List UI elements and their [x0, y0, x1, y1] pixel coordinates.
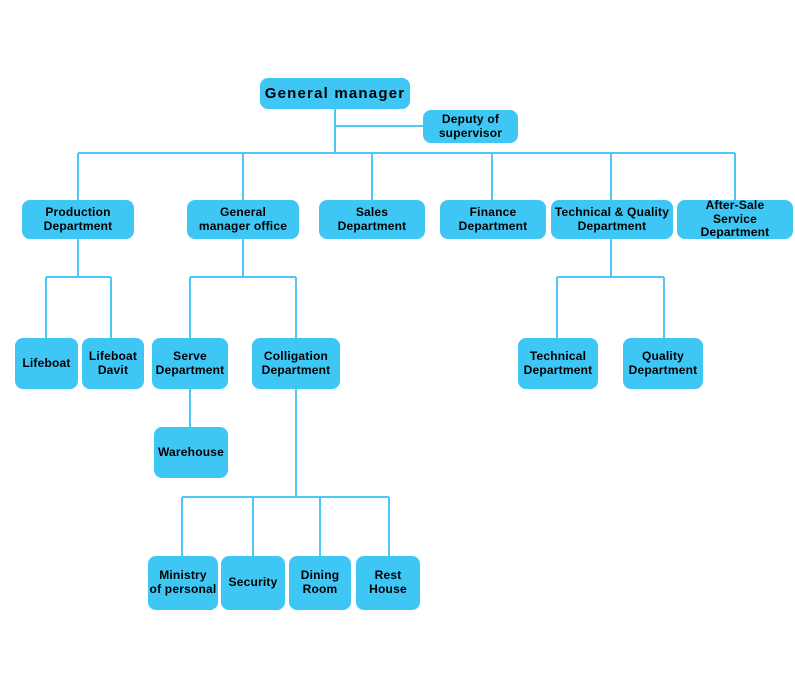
node-after-sale-service-department[interactable]: After-Sale Service Department: [677, 198, 793, 239]
node-lifeboat-davit[interactable]: Lifeboat Davit: [82, 338, 144, 389]
node-deputy-of-supervisor[interactable]: Deputy of supervisor: [423, 110, 518, 143]
node-security[interactable]: Security: [221, 556, 285, 610]
node-sales-department[interactable]: Sales Department: [319, 200, 425, 239]
node-warehouse[interactable]: Warehouse: [154, 427, 228, 478]
node-finance-department[interactable]: Finance Department: [440, 200, 546, 239]
node-lifeboat[interactable]: Lifeboat: [15, 338, 78, 389]
node-rest-house[interactable]: Rest House: [356, 556, 420, 610]
node-production-department[interactable]: Production Department: [22, 200, 134, 239]
node-quality-department[interactable]: Quality Department: [623, 338, 703, 389]
node-technical-department[interactable]: Technical Department: [518, 338, 598, 389]
node-general-manager[interactable]: General manager: [260, 78, 410, 109]
node-ministry-of-personal[interactable]: Ministry of personal: [148, 556, 218, 610]
node-general-manager-office[interactable]: General manager office: [187, 200, 299, 239]
node-technical-quality-department[interactable]: Technical & Quality Department: [551, 200, 673, 239]
node-serve-department[interactable]: Serve Department: [152, 338, 228, 389]
node-dining-room[interactable]: Dining Room: [289, 556, 351, 610]
node-colligation-department[interactable]: Colligation Department: [252, 338, 340, 389]
